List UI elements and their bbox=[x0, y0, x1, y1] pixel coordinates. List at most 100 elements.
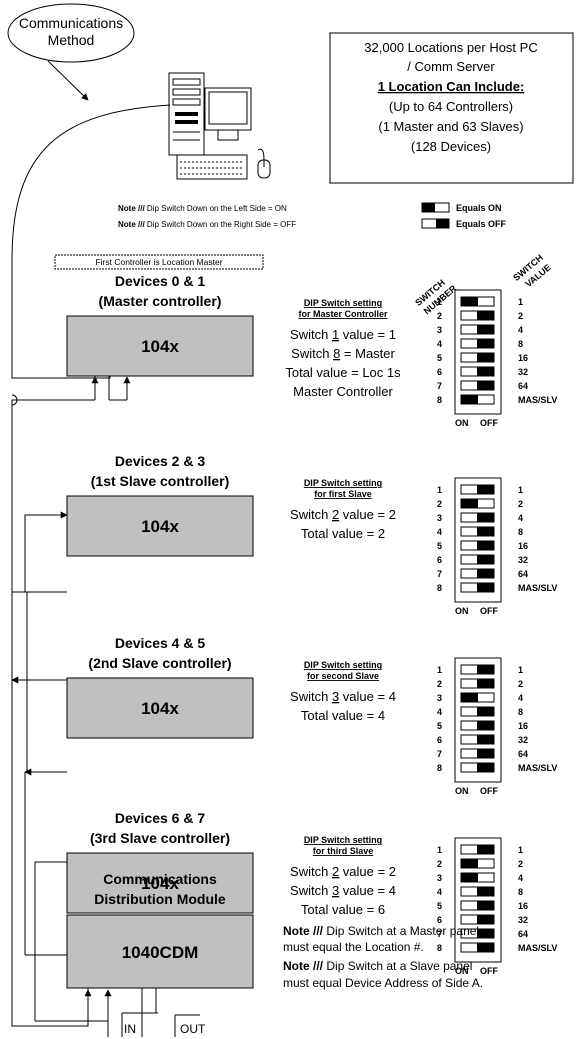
desc-text: Switch bbox=[291, 346, 333, 361]
cdm-block: Communications Distribution Module 1040C… bbox=[66, 871, 254, 1036]
dip-switch-on bbox=[461, 859, 478, 868]
on-label: ON bbox=[455, 966, 469, 976]
controller-box-label: 104x bbox=[141, 699, 179, 718]
cdm-box-label: 1040CDM bbox=[122, 943, 199, 962]
off-label: OFF bbox=[480, 606, 498, 616]
switch-number-label: 7 bbox=[437, 381, 442, 391]
switch-value-label: MAS/SLV bbox=[518, 943, 557, 953]
desc-text: Total value = 2 bbox=[301, 526, 385, 541]
dip-heading-1: DIP Switch setting bbox=[304, 298, 382, 308]
bottom-notes: Note /// Dip Switch at a Master panel mu… bbox=[283, 924, 483, 990]
host-info-line2: / Comm Server bbox=[407, 59, 495, 74]
switch-number-label: 3 bbox=[437, 325, 442, 335]
equals-on-label: Equals ON bbox=[456, 203, 502, 213]
switch-value-label: 8 bbox=[518, 707, 523, 717]
svg-text:Note /// Dip Switch Down on th: Note /// Dip Switch Down on the Right Si… bbox=[118, 220, 296, 229]
switch-number-label: 6 bbox=[437, 915, 442, 925]
switch-value-label: 32 bbox=[518, 367, 528, 377]
switch-number-label: 7 bbox=[437, 929, 442, 939]
first-controller-note: First Controller is Location Master bbox=[54, 254, 264, 270]
switch-value-label: 1 bbox=[518, 297, 523, 307]
dip-switch-off bbox=[477, 325, 494, 334]
dip-description-line: Total value = 6 bbox=[301, 902, 385, 917]
dip-description-line: Total value = Loc 1s bbox=[285, 365, 401, 380]
switch-value-label: 32 bbox=[518, 915, 528, 925]
desc-switch-number: 3 bbox=[332, 883, 339, 898]
dip-description-line: Switch 1 value = 1 bbox=[290, 327, 396, 342]
switch-number-label: 5 bbox=[437, 901, 442, 911]
switch-number-label: 4 bbox=[437, 707, 442, 717]
switch-value-label: MAS/SLV bbox=[518, 583, 557, 593]
switch-number-label: 4 bbox=[437, 887, 442, 897]
switch-number-label: 5 bbox=[437, 541, 442, 551]
switch-number-label: 8 bbox=[437, 583, 442, 593]
dip-description-line: Switch 3 value = 4 bbox=[290, 883, 396, 898]
switch-value-label: 32 bbox=[518, 555, 528, 565]
comm-method-line1: Communications bbox=[19, 15, 123, 31]
switch-number-label: 2 bbox=[437, 311, 442, 321]
dip-switch-off bbox=[477, 721, 494, 730]
switch-value-label: 64 bbox=[518, 749, 528, 759]
switch-number-label: 3 bbox=[437, 693, 442, 703]
switch-number-label: 7 bbox=[437, 749, 442, 759]
dip-switch-off bbox=[477, 583, 494, 592]
dip-switch-off bbox=[477, 513, 494, 522]
desc-text: Switch bbox=[290, 689, 332, 704]
desc-text: value = 2 bbox=[339, 864, 396, 879]
switch-value-label: 1 bbox=[518, 665, 523, 675]
dip-switch-off bbox=[477, 749, 494, 758]
switch-value-label: 64 bbox=[518, 929, 528, 939]
switch-number-label: 2 bbox=[437, 499, 442, 509]
switch-number-label: 8 bbox=[437, 763, 442, 773]
dip-switch-off bbox=[477, 527, 494, 536]
svg-text:Note /// Dip Switch Down on th: Note /// Dip Switch Down on the Left Sid… bbox=[118, 204, 287, 213]
desc-text: Total value = Loc 1s bbox=[285, 365, 401, 380]
switch-value-label: 2 bbox=[518, 499, 523, 509]
dip-description-line: Switch 2 value = 2 bbox=[290, 507, 396, 522]
dip-switch-on bbox=[461, 499, 478, 508]
desc-text: value = 4 bbox=[339, 689, 396, 704]
note1-label: Note /// bbox=[118, 204, 145, 213]
switch-number-label: 6 bbox=[437, 735, 442, 745]
switch-value-label: 4 bbox=[518, 325, 523, 335]
desc-text: Switch bbox=[290, 507, 332, 522]
host-info-line1: 32,000 Locations per Host PC bbox=[364, 40, 537, 55]
controller-box-label: 104x bbox=[141, 874, 179, 893]
desc-text: value = 1 bbox=[339, 327, 396, 342]
dip-heading-1: DIP Switch setting bbox=[304, 835, 382, 845]
cdm-title-1: Communications bbox=[103, 871, 217, 887]
desc-text: Total value = 6 bbox=[301, 902, 385, 917]
switch-value-label: 8 bbox=[518, 887, 523, 897]
switch-number-label: 5 bbox=[437, 721, 442, 731]
section-title-1: Devices 6 & 7 bbox=[115, 810, 205, 826]
off-label: OFF bbox=[480, 786, 498, 796]
cdm-title-2: Distribution Module bbox=[94, 891, 226, 907]
switch-number-label: 8 bbox=[437, 395, 442, 405]
switch-number-label: 4 bbox=[437, 339, 442, 349]
dip-switch-off bbox=[477, 311, 494, 320]
desc-text: Total value = 4 bbox=[301, 708, 385, 723]
cdm-out-label: OUT bbox=[180, 1022, 206, 1036]
desc-text: Switch bbox=[290, 327, 332, 342]
dip-switch-off bbox=[477, 901, 494, 910]
bottom-note2-label: Note /// bbox=[283, 959, 324, 973]
bottom-note1-line2: must equal the Location #. bbox=[283, 940, 424, 954]
off-label: OFF bbox=[480, 966, 498, 976]
switch-number-label: 2 bbox=[437, 859, 442, 869]
switch-value-label: 8 bbox=[518, 339, 523, 349]
controller-section: Devices 2 & 3(1st Slave controller)104xD… bbox=[66, 453, 557, 616]
dip-heading-2: for second Slave bbox=[307, 671, 379, 681]
section-title-2: (Master controller) bbox=[99, 293, 222, 309]
comm-method-line2: Method bbox=[48, 32, 95, 48]
dip-switch-off bbox=[477, 915, 494, 924]
switch-value-label: 1 bbox=[518, 485, 523, 495]
bottom-note1-line1: Dip Switch at a Master panel bbox=[326, 924, 479, 938]
desc-text: Master Controller bbox=[293, 384, 393, 399]
host-info-line6: (128 Devices) bbox=[411, 139, 491, 154]
switch-value-label: 4 bbox=[518, 513, 523, 523]
note2-label: Note /// bbox=[118, 220, 145, 229]
controller-section: Devices 6 & 7(3rd Slave controller)104xD… bbox=[66, 810, 557, 976]
host-info-box: 32,000 Locations per Host PC / Comm Serv… bbox=[329, 32, 574, 184]
section-title-1: Devices 0 & 1 bbox=[115, 273, 205, 289]
switch-number-label: 1 bbox=[437, 485, 442, 495]
